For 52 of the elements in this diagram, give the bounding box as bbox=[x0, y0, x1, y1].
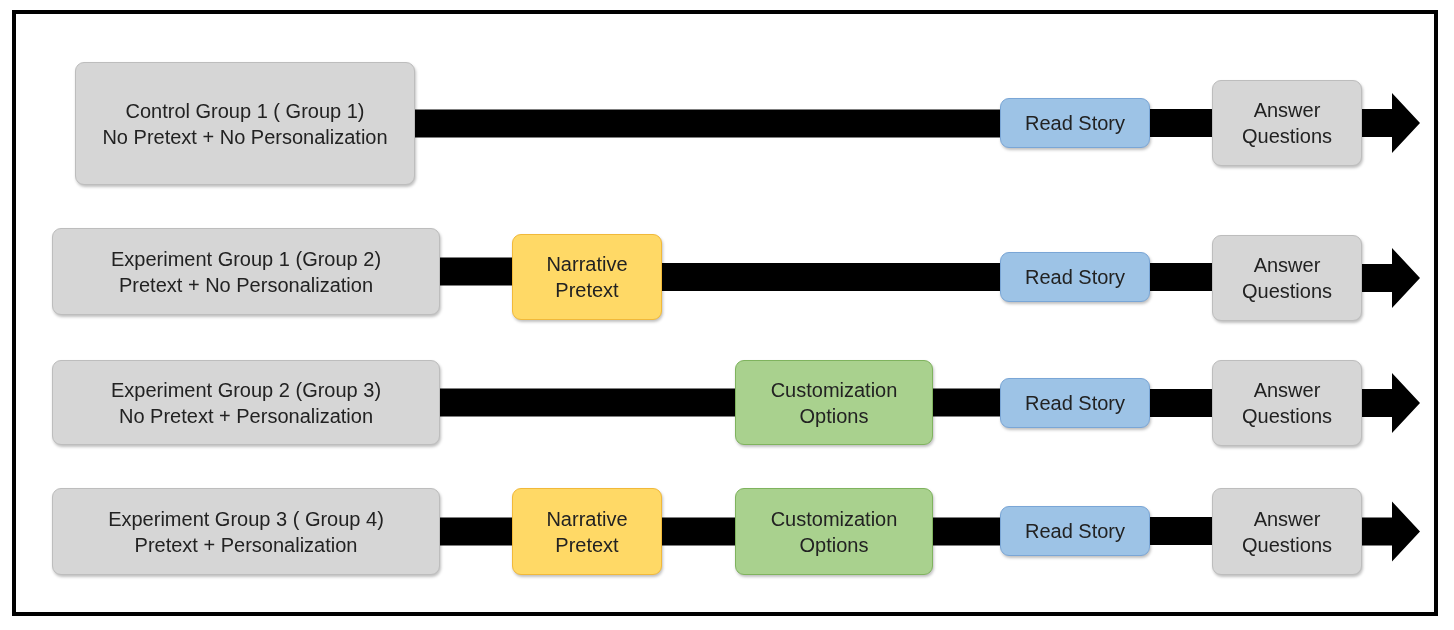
step-box bbox=[1000, 98, 1150, 148]
step-label: Customization Options bbox=[769, 506, 899, 558]
step-label: Answer Questions bbox=[1240, 378, 1334, 429]
step-label: Read Story bbox=[1023, 265, 1127, 290]
arrow bbox=[1362, 501, 1420, 562]
step-box bbox=[512, 234, 662, 320]
connector-bar bbox=[662, 263, 1000, 291]
step-label: Narrative Pretext bbox=[545, 506, 629, 558]
step-label: Answer Questions bbox=[1240, 253, 1334, 304]
step-label: Customization Options bbox=[769, 377, 899, 429]
connector-bar bbox=[933, 388, 1000, 417]
group-box bbox=[75, 62, 415, 185]
group-title: Experiment Group 3 ( Group 4) bbox=[107, 506, 385, 532]
step-box bbox=[1000, 252, 1150, 302]
connector-bar bbox=[662, 517, 735, 546]
step-box bbox=[1212, 360, 1362, 446]
condition-text: No Pretext + No Personalization bbox=[101, 124, 389, 150]
connector-bar bbox=[440, 257, 512, 286]
step-box bbox=[512, 488, 662, 575]
connector-bar bbox=[1150, 517, 1212, 545]
group-title: Experiment Group 1 (Group 2) bbox=[109, 246, 383, 272]
step-label: Read Story bbox=[1023, 111, 1127, 136]
step-label: Answer Questions bbox=[1240, 506, 1334, 558]
group-box bbox=[52, 228, 440, 315]
step-box bbox=[1212, 488, 1362, 575]
step-box bbox=[1000, 378, 1150, 428]
condition-text: Pretext + No Personalization bbox=[118, 272, 374, 298]
group-title: Control Group 1 ( Group 1) bbox=[124, 98, 366, 124]
connector-bar bbox=[1150, 109, 1212, 137]
connector-bar bbox=[440, 517, 512, 546]
step-box bbox=[1212, 80, 1362, 166]
condition-text: No Pretext + Personalization bbox=[118, 403, 374, 429]
step-box bbox=[735, 488, 933, 575]
arrow bbox=[1362, 93, 1420, 153]
step-label: Read Story bbox=[1023, 391, 1127, 416]
connector-bar bbox=[1150, 389, 1212, 417]
connector-bar bbox=[1150, 263, 1212, 291]
step-label: Narrative Pretext bbox=[545, 252, 629, 303]
step-box bbox=[735, 360, 933, 445]
condition-text: Pretext + Personalization bbox=[133, 532, 359, 558]
connector-bar bbox=[415, 109, 1000, 138]
arrow bbox=[1362, 373, 1420, 433]
group-box bbox=[52, 488, 440, 575]
group-title: Experiment Group 2 (Group 3) bbox=[109, 377, 383, 403]
arrow bbox=[1362, 248, 1420, 308]
step-label: Read Story bbox=[1023, 519, 1127, 544]
connector-bar bbox=[933, 517, 1000, 546]
connector-bar bbox=[440, 388, 735, 417]
step-box bbox=[1212, 235, 1362, 321]
step-label: Answer Questions bbox=[1240, 98, 1334, 149]
step-box bbox=[1000, 506, 1150, 556]
group-box bbox=[52, 360, 440, 445]
